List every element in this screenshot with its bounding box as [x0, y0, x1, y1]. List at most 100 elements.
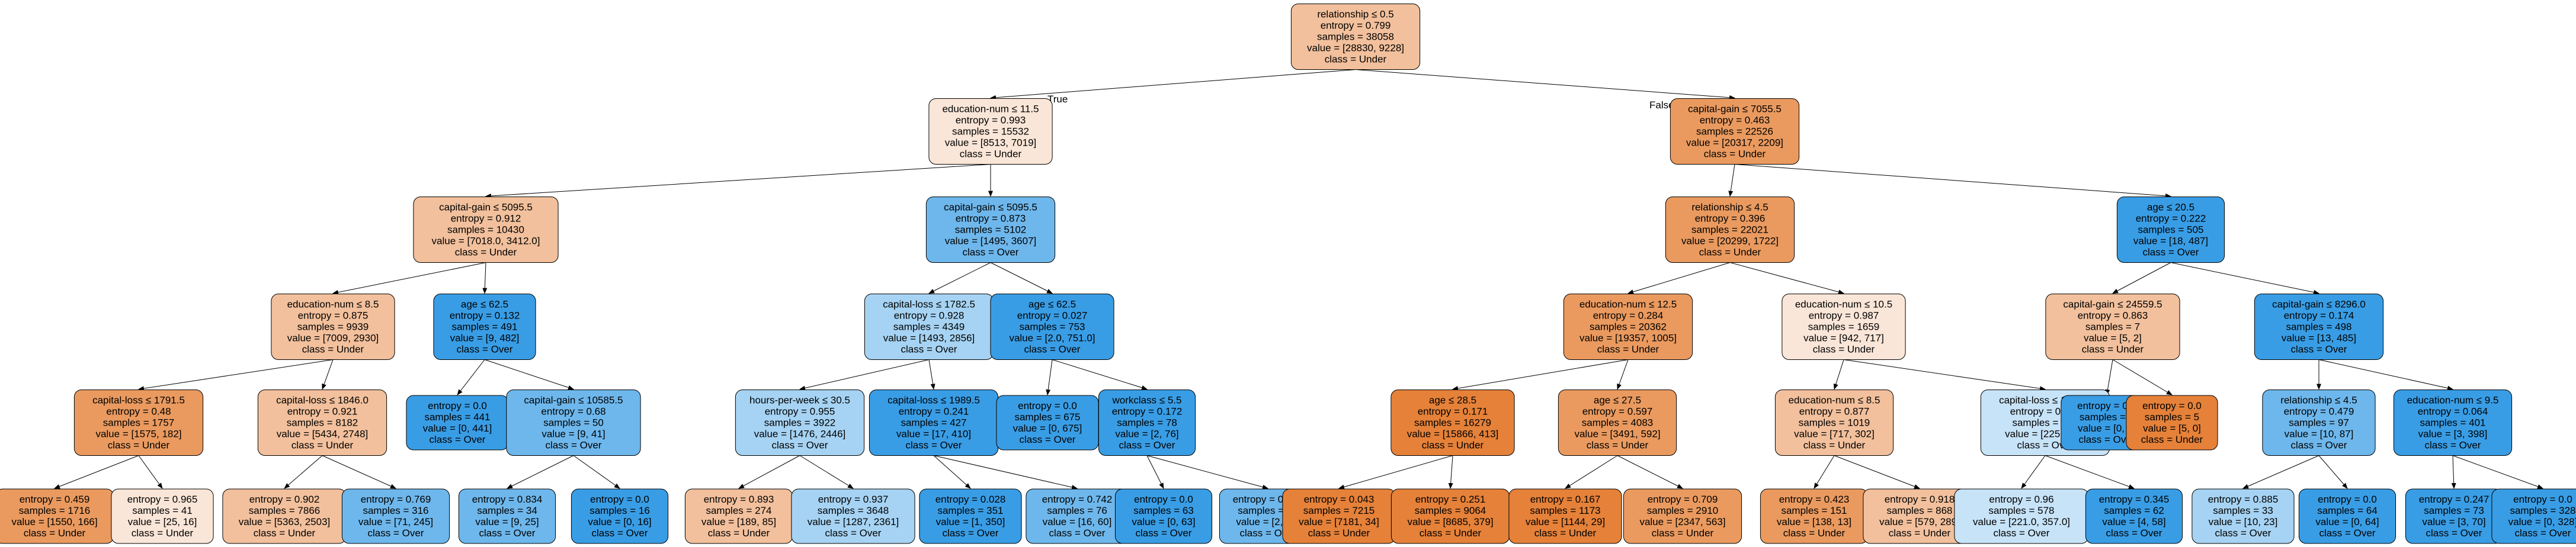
- node-line: value = [9, 25]: [475, 516, 539, 527]
- node-line: samples = 1757: [103, 417, 175, 429]
- node-line: value = [10, 87]: [2285, 429, 2354, 440]
- node-line: class = Under: [1534, 527, 1597, 539]
- node-line: class = Under: [254, 527, 316, 539]
- node-line: education-num ≤ 11.5: [942, 104, 1039, 115]
- node-line: education-num ≤ 9.5: [2407, 395, 2499, 406]
- node-line: class = Under: [708, 527, 770, 539]
- node-line: class = Over: [1240, 527, 1296, 539]
- node-line: samples = 15532: [952, 126, 1029, 137]
- node-box: [1390, 390, 1515, 456]
- node-line: class = Over: [479, 527, 536, 539]
- node-line: value = [17, 410]: [896, 429, 971, 440]
- node-box: [1558, 390, 1677, 456]
- node-line: samples = 5102: [955, 224, 1027, 236]
- node-line: samples = 22526: [1696, 126, 1773, 137]
- node-line: entropy = 0.064: [2418, 406, 2488, 417]
- node-line: entropy = 0.0: [1018, 400, 1077, 411]
- node-line: education-num ≤ 12.5: [1579, 299, 1677, 310]
- tree-edge: [1452, 359, 1629, 391]
- node-line: value = [8685, 379]: [1407, 516, 1493, 527]
- node-line: samples = 491: [451, 321, 517, 333]
- node-line: class = Under: [132, 527, 194, 539]
- node-box: [73, 390, 204, 456]
- node-line: samples = 5: [2145, 411, 2199, 423]
- node-box: [433, 294, 536, 360]
- node-line: entropy = 0.172: [1112, 406, 1183, 417]
- node-line: value = [221.0, 357.0]: [1973, 516, 2070, 527]
- node-line: samples = 316: [363, 505, 428, 516]
- tree-edge: [2170, 262, 2319, 295]
- tree-edge: [2112, 262, 2171, 294]
- node-line: samples = 97: [2289, 417, 2349, 429]
- tree-edge: [928, 262, 991, 294]
- node-line: value = [18, 487]: [2133, 236, 2208, 247]
- node-line: relationship ≤ 4.5: [1691, 202, 1768, 213]
- node-line: entropy = 0.479: [2284, 406, 2354, 417]
- node-line: entropy = 0.043: [1304, 494, 1374, 505]
- tree-edge: [1814, 455, 1835, 489]
- node-line: samples = 7215: [1303, 505, 1375, 516]
- node-line: class = Under: [108, 440, 170, 451]
- node-line: class = Under: [1652, 527, 1714, 539]
- node-box: [1098, 390, 1196, 456]
- node-line: workclass ≤ 5.5: [1111, 395, 1181, 406]
- node-box: [919, 488, 1022, 544]
- node-line: entropy = 0.96: [1989, 494, 2053, 505]
- node-line: value = [7009, 2930]: [287, 333, 379, 344]
- node-line: samples = 3922: [764, 417, 836, 429]
- node-line: entropy = 0.885: [2208, 494, 2279, 505]
- node-line: entropy = 0.918: [1885, 494, 1955, 505]
- node-line: entropy = 0.965: [127, 494, 198, 505]
- node-line: entropy = 0.875: [298, 310, 369, 321]
- node-line: entropy = 0.247: [2419, 494, 2490, 505]
- node-line: samples = 34: [477, 505, 537, 516]
- node-line: entropy = 0.0: [1134, 494, 1193, 505]
- node-line: value = [8513, 7019]: [945, 137, 1037, 149]
- node-line: class = Over: [368, 527, 424, 539]
- node-line: value = [5, 0]: [2143, 423, 2201, 434]
- node-line: entropy = 0.027: [1017, 310, 1088, 321]
- tree-edge: [928, 359, 935, 390]
- tree-edge: [2021, 455, 2046, 489]
- tree-edge: [54, 455, 139, 489]
- node-line: value = [2, 76]: [1115, 429, 1178, 440]
- node-line: samples = 274: [706, 505, 771, 516]
- node-box: [458, 488, 556, 544]
- node-line: class = Under: [960, 149, 1022, 160]
- tree-edge: [1843, 359, 2046, 391]
- node-line: class = Over: [2215, 527, 2271, 539]
- node-line: samples = 38058: [1317, 31, 1394, 43]
- node-line: samples = 753: [1019, 321, 1085, 333]
- node-line: samples = 10430: [447, 224, 524, 236]
- node-box: [413, 197, 559, 263]
- node-line: class = Over: [2106, 527, 2162, 539]
- node-line: value = [3, 70]: [2422, 516, 2485, 527]
- node-line: samples = 22021: [1691, 224, 1768, 236]
- node-line: relationship ≤ 0.5: [1317, 9, 1393, 20]
- tree-edge: [138, 455, 163, 489]
- node-box: [1670, 98, 1800, 165]
- tree-edge: [1734, 164, 2171, 198]
- node-line: value = [16, 60]: [1043, 516, 1112, 527]
- node-line: entropy = 0.709: [1648, 494, 1718, 505]
- tree-edge: [933, 455, 1078, 490]
- node-line: value = [3, 398]: [2418, 429, 2488, 440]
- node-line: entropy = 0.167: [1530, 494, 1601, 505]
- node-line: entropy = 0.0: [590, 494, 649, 505]
- node-line: samples = 7: [2085, 321, 2140, 333]
- node-line: entropy = 0.251: [1415, 494, 1486, 505]
